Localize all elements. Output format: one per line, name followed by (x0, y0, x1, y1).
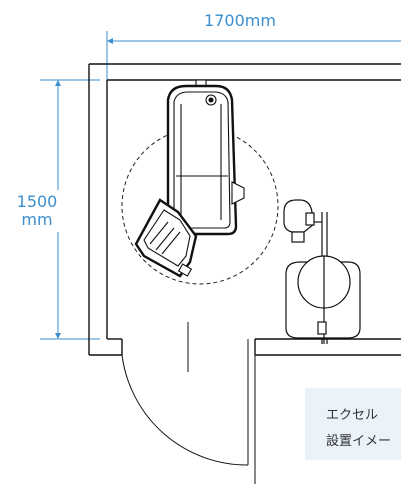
height-dimension-unit: mm (21, 210, 53, 229)
caption-box: エクセル 設置イメー (305, 388, 401, 460)
width-dimension-label: 1700mm (204, 11, 276, 30)
height-dimension (40, 79, 100, 340)
caption-line-1: エクセル (326, 408, 379, 423)
width-dimension (106, 31, 401, 86)
room-walls (88, 63, 401, 356)
machine-unit (285, 255, 361, 344)
caption-line-2: 設置イメー (326, 434, 392, 449)
height-dimension-value: 1500 (16, 192, 58, 211)
door (121, 322, 256, 484)
robot-arm (134, 79, 245, 278)
